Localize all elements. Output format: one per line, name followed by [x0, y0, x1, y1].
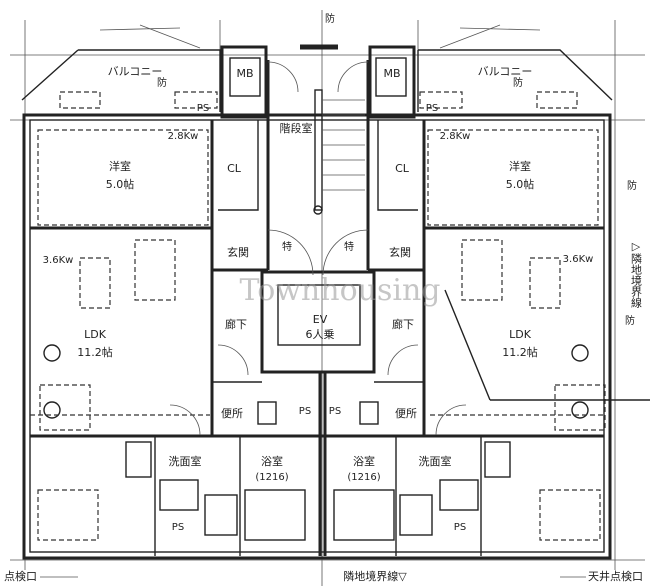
- stairwell-label: 階段室: [280, 121, 313, 135]
- washroom-right-label: 洗面室: [419, 454, 452, 468]
- washroom-left-label: 洗面室: [169, 454, 202, 468]
- furniture: [30, 129, 650, 541]
- mb-right-label: MB: [383, 67, 400, 80]
- boundary-bottom: 隣地境界線▽: [343, 569, 407, 583]
- fire-symbol: 防: [325, 12, 335, 25]
- bedroom-right-name: 洋室: [509, 159, 531, 173]
- balcony-left-label: バルコニー: [108, 65, 163, 78]
- ceiling-hatch-left: 点検口: [4, 569, 37, 583]
- fire-symbol: 防: [625, 314, 635, 327]
- exterior-walls: [22, 44, 612, 560]
- bath-left-size: (1216): [255, 472, 288, 483]
- watermark: Townhousing: [240, 273, 441, 308]
- ps-top-left-label: PS: [197, 103, 209, 114]
- elevator-capacity: 6人乗: [306, 328, 335, 341]
- mb-left-label: MB: [236, 67, 253, 80]
- ceiling-hatch-right: 天井点検口: [588, 569, 643, 583]
- boundary-right: ▷隣地境界線: [630, 240, 643, 308]
- fire-symbol: 防: [513, 76, 523, 89]
- hall-right-label: 廊下: [392, 317, 414, 331]
- ps-center-left-label: PS: [299, 406, 311, 417]
- toilet-right-label: 便所: [395, 407, 417, 420]
- elevator-label: EV: [313, 313, 328, 326]
- room-labels: バルコニー バルコニー MB MB 階段室 PS PS 2.8Kw 2.8Kw …: [43, 65, 594, 533]
- entrance-right-label: 玄関: [389, 245, 411, 259]
- fire-symbol: 防: [627, 179, 637, 192]
- ps-center-right-label: PS: [329, 406, 341, 417]
- balcony-right-label: バルコニー: [478, 65, 533, 78]
- annotations: 防 防 防 防 防 点検口 天井点検口 隣地境界線▽ ▷隣地境界線 Townho…: [4, 12, 643, 583]
- ldk-left-size: 11.2帖: [77, 346, 113, 359]
- aircon-right-bed: 2.8Kw: [440, 131, 471, 142]
- aircon-left-bed: 2.8Kw: [168, 131, 199, 142]
- aircon-right-ldk: 3.6Kw: [563, 254, 594, 265]
- bedroom-left-name: 洋室: [109, 159, 131, 173]
- ldk-right-size: 11.2帖: [502, 346, 538, 359]
- closet-right-label: CL: [395, 162, 410, 175]
- bedroom-left-size: 5.0帖: [106, 178, 135, 191]
- special-right-label: 特: [344, 241, 354, 253]
- closet-left-label: CL: [227, 162, 242, 175]
- ps-top-right-label: PS: [426, 103, 438, 114]
- ps-bottom-left-label: PS: [172, 522, 184, 533]
- balcony-left: [21, 24, 221, 112]
- ldk-left-name: LDK: [84, 328, 107, 341]
- ldk-right-name: LDK: [509, 328, 532, 341]
- bedroom-right-size: 5.0帖: [506, 178, 535, 191]
- balcony-right: [417, 24, 613, 112]
- special-left-label: 特: [282, 241, 292, 253]
- hall-left-label: 廊下: [225, 317, 247, 331]
- interior-walls: [30, 60, 604, 556]
- aircon-left-ldk: 3.6Kw: [43, 255, 74, 266]
- fire-symbol: 防: [157, 76, 167, 89]
- bath-right-name: 浴室: [353, 454, 375, 468]
- ps-bottom-right-label: PS: [454, 522, 466, 533]
- doors[interactable]: [169, 61, 467, 436]
- staircase[interactable]: [313, 89, 365, 215]
- bath-right-size: (1216): [347, 472, 380, 483]
- toilet-left-label: 便所: [221, 407, 243, 420]
- entrance-left-label: 玄関: [227, 245, 249, 259]
- bath-left-name: 浴室: [261, 454, 283, 468]
